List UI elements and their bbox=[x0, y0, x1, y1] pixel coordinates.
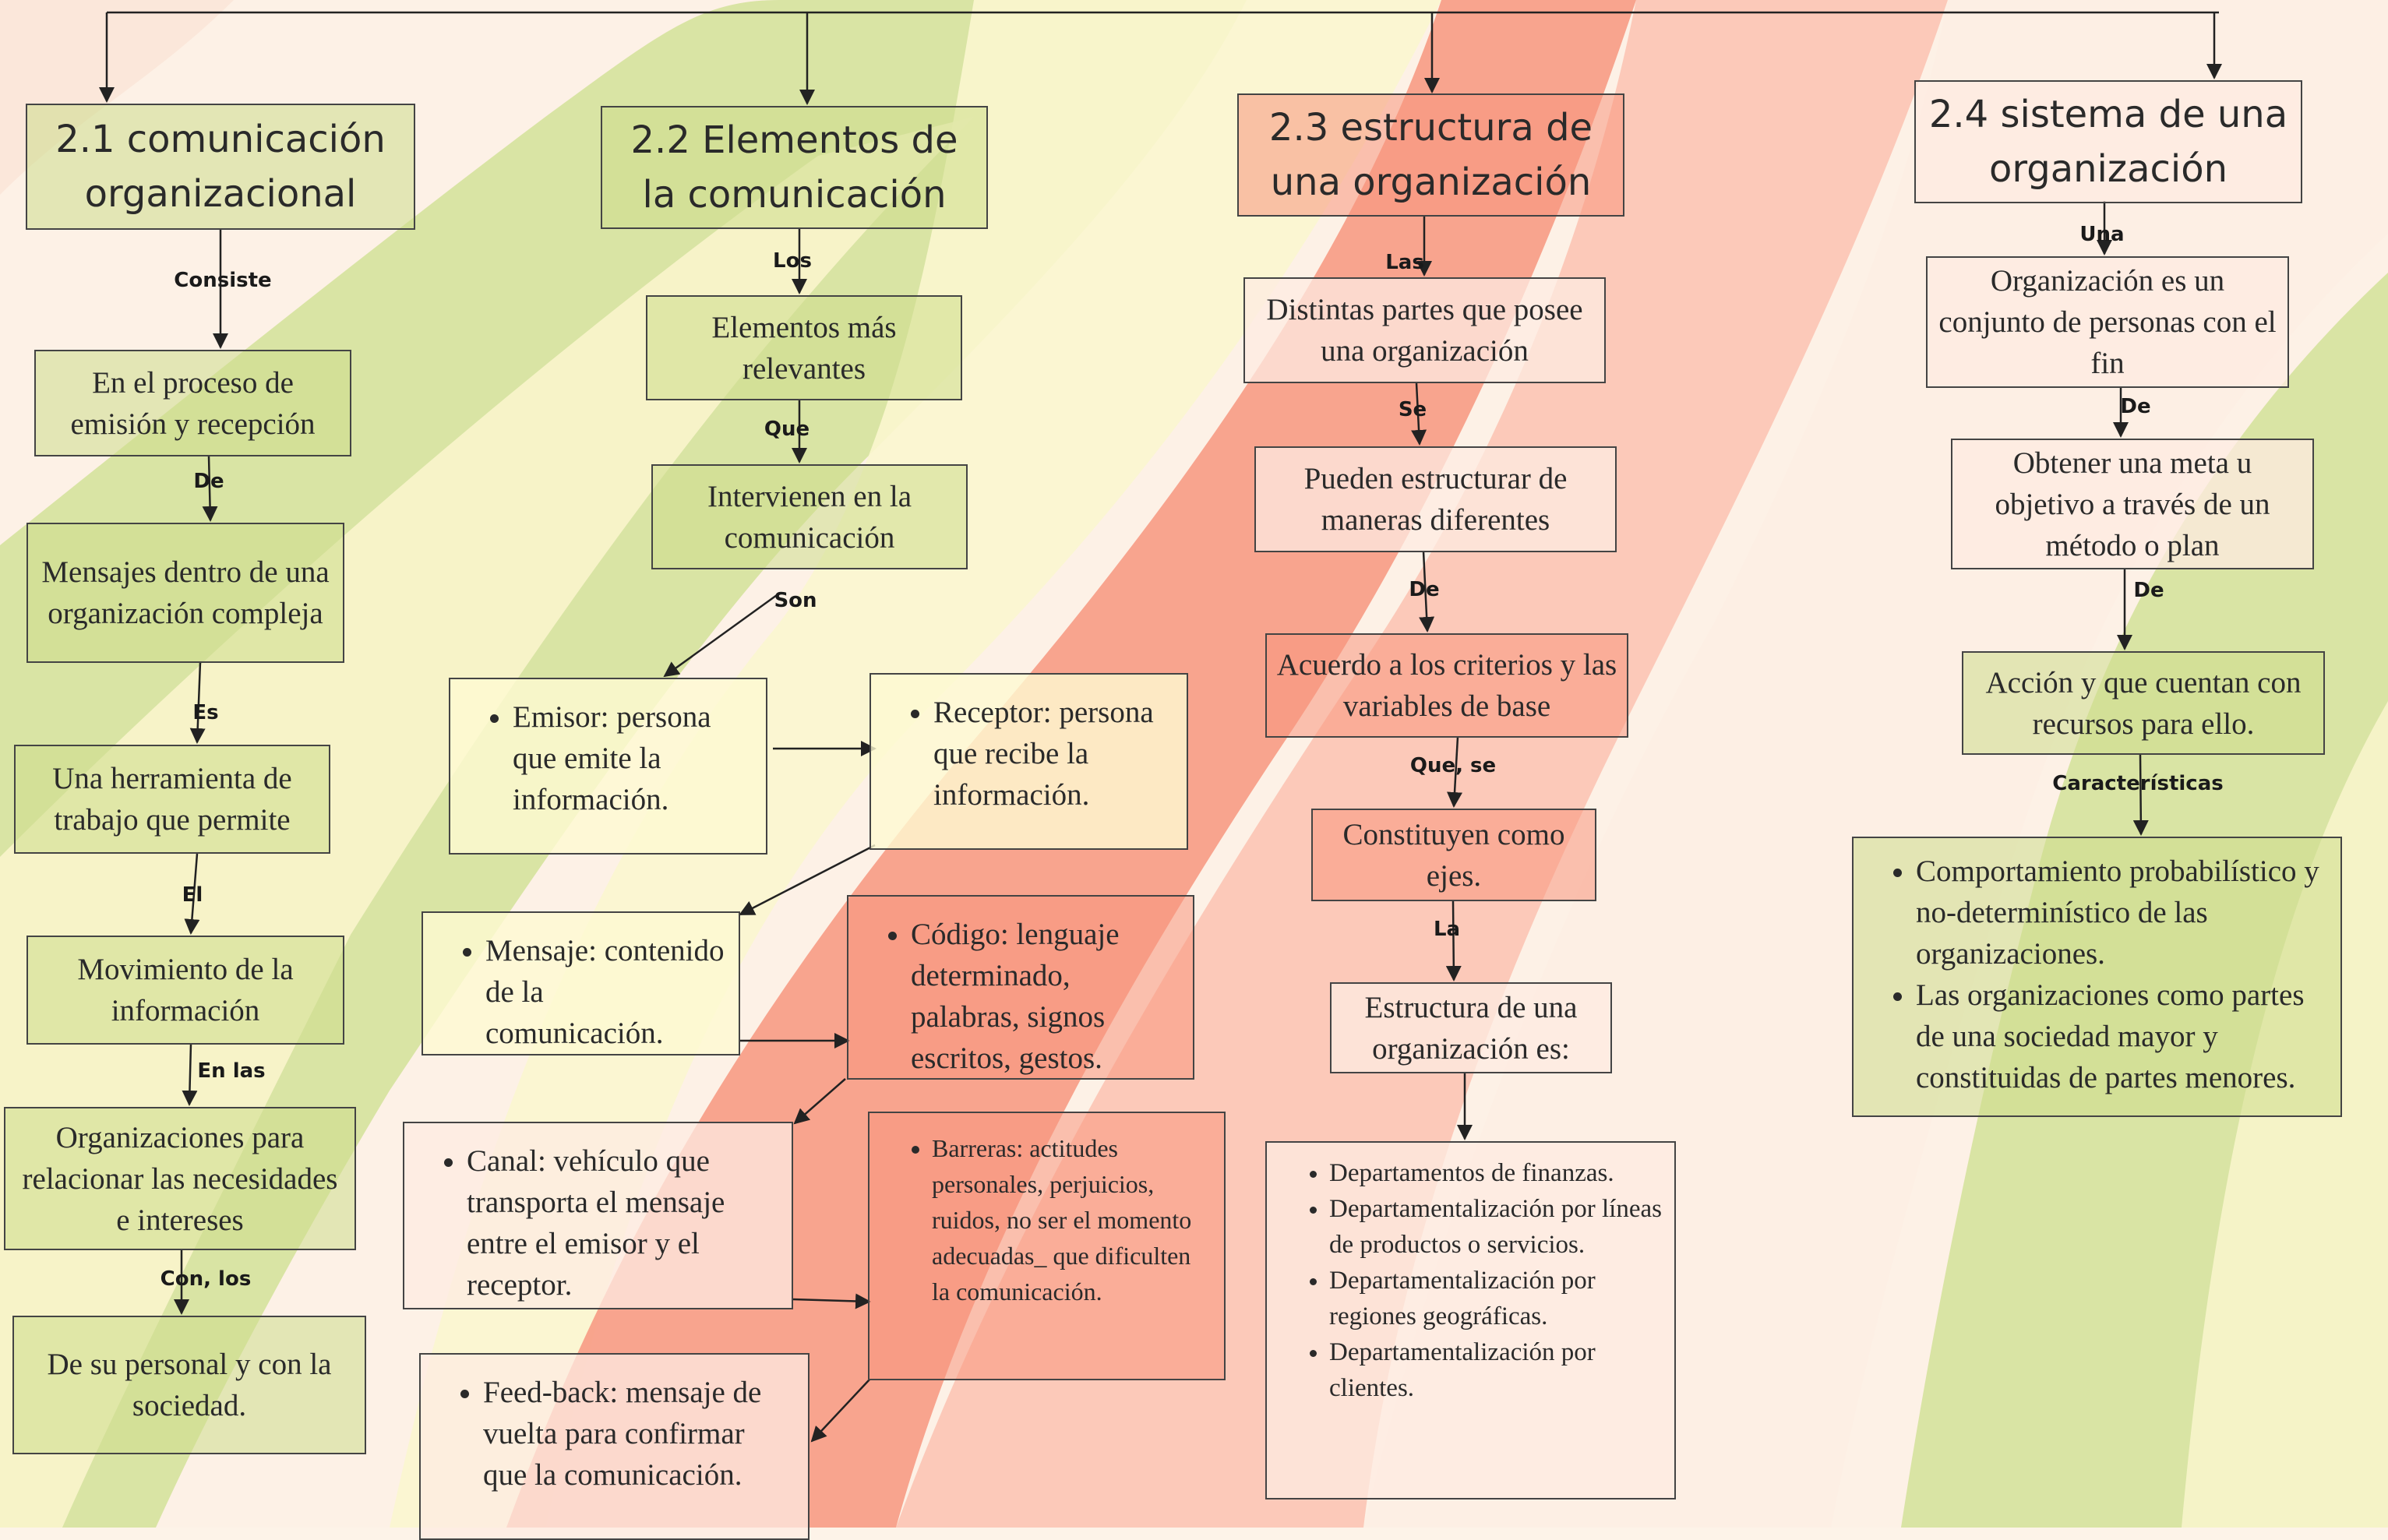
element-emisor: Emisor: persona que emite la información… bbox=[449, 678, 767, 855]
list-caracteristicas: Comportamiento probabilístico y no-deter… bbox=[1852, 837, 2342, 1117]
node-intervienen-comunicacion: Intervienen en la comunicación bbox=[651, 464, 968, 569]
element-mensaje: Mensaje: contenido de la comunicación. bbox=[422, 911, 740, 1055]
node-organizaciones-relacionar: Organizaciones para relacionar las neces… bbox=[4, 1107, 356, 1250]
title-estructura-organizacion: 2.3 estructura de una organización bbox=[1237, 93, 1624, 217]
element-canal-text: Canal: vehículo que transporta el mensaj… bbox=[467, 1140, 779, 1306]
node-pueden-estructurar: Pueden estructurar de maneras diferentes bbox=[1254, 446, 1617, 552]
node-personal-sociedad: De su personal y con la sociedad. bbox=[12, 1316, 366, 1454]
list-item: Departamentos de finanzas. bbox=[1329, 1155, 1662, 1191]
label-de-2: De bbox=[1409, 578, 1440, 601]
label-una: Una bbox=[2079, 223, 2125, 246]
list-item: Las organizaciones como partes de una so… bbox=[1916, 974, 2328, 1098]
node-organizacion-conjunto: Organización es un conjunto de personas … bbox=[1926, 256, 2289, 388]
element-emisor-text: Emisor: persona que emite la información… bbox=[513, 696, 753, 820]
element-barreras-text: Barreras: actitudes personales, perjuici… bbox=[932, 1130, 1212, 1309]
list-item: Departamentalización por regiones geográ… bbox=[1329, 1263, 1662, 1334]
list-item: Comportamiento probabilístico y no-deter… bbox=[1916, 851, 2328, 974]
label-que-se: Que, se bbox=[1409, 754, 1497, 777]
element-receptor: Receptor: persona que recibe la informac… bbox=[869, 673, 1188, 850]
node-herramienta-trabajo: Una herramienta de trabajo que permite bbox=[14, 745, 330, 854]
element-codigo-text: Código: lenguaje determinado, palabras, … bbox=[911, 914, 1180, 1079]
label-consiste: Consiste bbox=[174, 269, 272, 292]
node-accion-recursos: Acción y que cuentan con recursos para e… bbox=[1962, 651, 2325, 755]
list-item: Departamentalización por clientes. bbox=[1329, 1334, 1662, 1406]
label-los: Los bbox=[773, 249, 812, 273]
label-es: Es bbox=[192, 701, 219, 724]
label-son: Son bbox=[774, 589, 817, 612]
label-caracteristicas: Características bbox=[2052, 772, 2224, 795]
label-de-3: De bbox=[2120, 395, 2151, 418]
element-barreras: Barreras: actitudes personales, perjuici… bbox=[868, 1112, 1226, 1380]
title-elementos-comunicacion: 2.2 Elementos de la comunicación bbox=[601, 106, 988, 229]
label-en-las: En las bbox=[197, 1059, 266, 1083]
node-elementos-relevantes: Elementos más relevantes bbox=[646, 295, 962, 400]
element-mensaje-text: Mensaje: contenido de la comunicación. bbox=[485, 930, 726, 1054]
element-canal: Canal: vehículo que transporta el mensaj… bbox=[403, 1122, 793, 1309]
node-obtener-meta: Obtener una meta u objetivo a través de … bbox=[1951, 439, 2314, 569]
title-comunicacion-organizacional: 2.1 comunicación organizacional bbox=[26, 104, 415, 230]
node-proceso-emision: En el proceso de emisión y recepción bbox=[34, 350, 351, 456]
label-la: La bbox=[1433, 918, 1461, 941]
element-codigo: Código: lenguaje determinado, palabras, … bbox=[847, 895, 1194, 1080]
label-las: Las bbox=[1385, 251, 1424, 274]
node-estructura-es: Estructura de una organización es: bbox=[1330, 982, 1612, 1073]
node-acuerdo-criterios: Acuerdo a los criterios y las variables … bbox=[1265, 633, 1628, 738]
label-de-4: De bbox=[2133, 579, 2164, 602]
label-el: El bbox=[182, 883, 203, 907]
element-feedback-text: Feed-back: mensaje de vuelta para confir… bbox=[483, 1372, 795, 1496]
element-feedback: Feed-back: mensaje de vuelta para confir… bbox=[419, 1353, 810, 1540]
label-de: De bbox=[193, 470, 224, 493]
list-departamentos: Departamentos de finanzas. Departamental… bbox=[1265, 1141, 1676, 1499]
element-receptor-text: Receptor: persona que recibe la informac… bbox=[933, 692, 1174, 816]
node-movimiento-informacion: Movimiento de la información bbox=[26, 936, 344, 1045]
node-distintas-partes: Distintas partes que posee una organizac… bbox=[1243, 277, 1606, 383]
title-sistema-organizacion: 2.4 sistema de una organización bbox=[1914, 80, 2302, 203]
node-mensajes-organizacion: Mensajes dentro de una organización comp… bbox=[26, 523, 344, 663]
label-con-los: Con, los bbox=[160, 1267, 252, 1291]
node-constituyen-ejes: Constituyen como ejes. bbox=[1311, 809, 1596, 901]
list-item: Departamentalización por líneas de produ… bbox=[1329, 1191, 1662, 1263]
label-que: Que bbox=[764, 418, 810, 441]
label-se: Se bbox=[1398, 398, 1427, 421]
